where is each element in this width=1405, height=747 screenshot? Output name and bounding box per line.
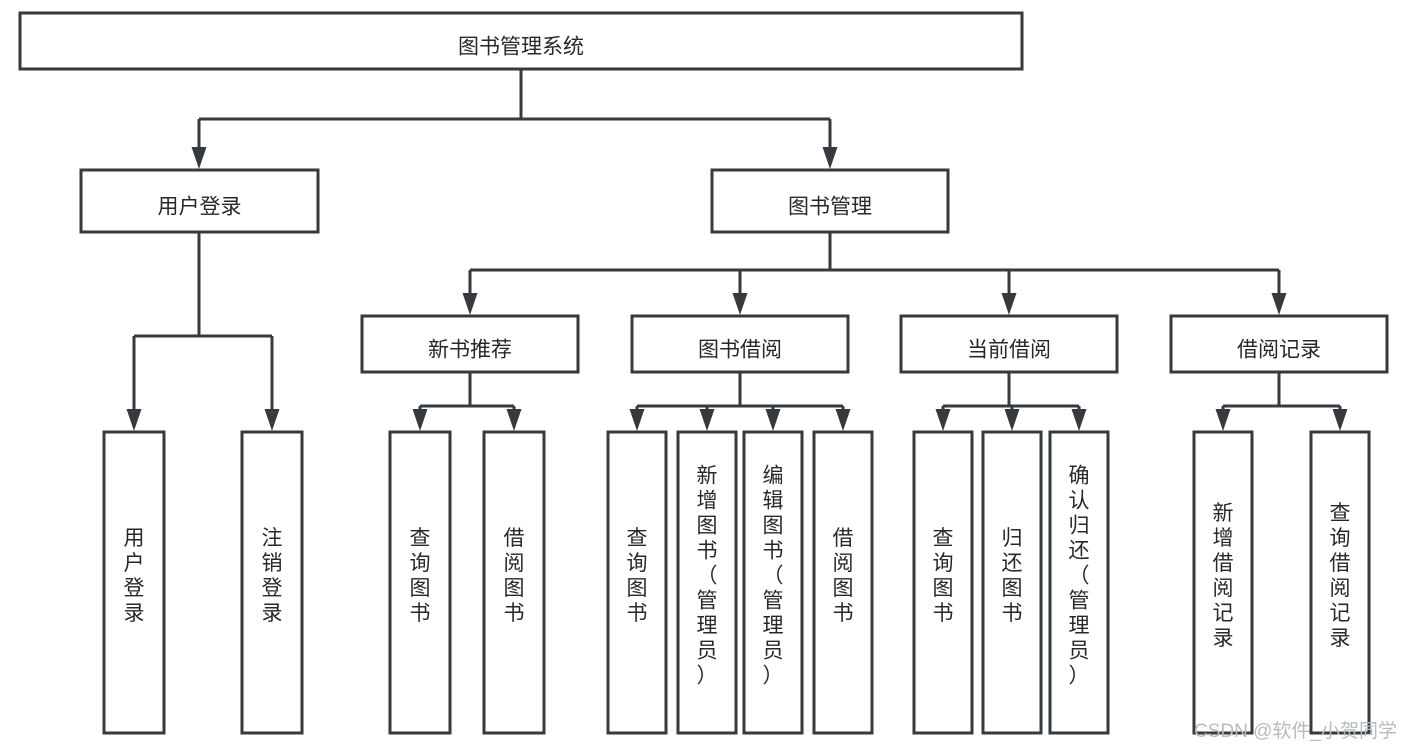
node-label: 查询图书 [410, 527, 431, 625]
node-label: 注销登录 [262, 527, 283, 625]
node-label: 归还图书 [1002, 527, 1023, 625]
node-box[interactable] [240, 430, 304, 735]
node-label: 查询图书 [933, 527, 954, 625]
node-label: 借阅图书 [504, 527, 525, 625]
node-label: 用户登录 [158, 196, 242, 219]
arrow-head-icon [1071, 409, 1087, 431]
node-box[interactable] [630, 314, 850, 374]
node-leaf-edit-book-admin[interactable]: 编辑图书（管理员） [742, 430, 804, 735]
nodes-layer: 图书管理系统用户登录图书管理新书推荐图书借阅当前借阅借阅记录用户登录注销登录查询… [18, 11, 1389, 735]
arrow-head-icon [822, 147, 838, 169]
arrow-head-icon [1271, 293, 1287, 315]
node-leaf-confirm-return-admin[interactable]: 确认归还（管理员） [1048, 430, 1110, 735]
arrow-head-icon [935, 409, 951, 431]
node-label: 查询图书 [627, 527, 648, 625]
connector-newbook-to-leaves [412, 372, 522, 431]
node-leaf-add-borrow-record[interactable]: 新增借阅记录 [1192, 430, 1254, 735]
node-label: 确认归还（管理员） [1069, 465, 1090, 688]
node-leaf-borrow-book[interactable]: 借阅图书 [812, 430, 874, 735]
node-label: 新增图书（管理员） [697, 465, 718, 688]
arrow-head-icon [1001, 293, 1017, 315]
arrow-head-icon [1332, 409, 1348, 431]
arrow-head-icon [699, 409, 715, 431]
arrow-head-icon [191, 147, 207, 169]
arrow-head-icon [732, 293, 748, 315]
node-box[interactable] [1309, 430, 1371, 735]
node-leaf-query-book-new[interactable]: 查询图书 [388, 430, 452, 735]
connector-bookmgmt-to-level2 [462, 232, 1287, 315]
node-borrow-records[interactable]: 借阅记录 [1169, 314, 1389, 374]
node-root[interactable]: 图书管理系统 [18, 11, 1024, 71]
node-label: 新增借阅记录 [1213, 502, 1234, 650]
node-leaf-borrow-book-new[interactable]: 借阅图书 [482, 430, 546, 735]
node-box[interactable] [710, 168, 950, 234]
node-label: 借阅记录 [1237, 339, 1321, 362]
node-box[interactable] [388, 430, 452, 735]
connectors-layer [126, 69, 1348, 431]
node-box[interactable] [482, 430, 546, 735]
node-label: 图书管理系统 [458, 36, 584, 59]
node-box[interactable] [981, 430, 1043, 735]
connector-currentborrow-to-leaves [935, 372, 1087, 431]
node-leaf-add-book-admin[interactable]: 新增图书（管理员） [676, 430, 738, 735]
arrow-head-icon [1004, 409, 1020, 431]
node-box[interactable] [899, 314, 1119, 374]
node-box[interactable] [360, 314, 580, 374]
arrow-head-icon [765, 409, 781, 431]
connector-root-to-level1 [191, 69, 838, 169]
node-leaf-logout[interactable]: 注销登录 [240, 430, 304, 735]
node-leaf-return-book[interactable]: 归还图书 [981, 430, 1043, 735]
arrow-head-icon [506, 409, 522, 431]
node-label: 用户登录 [124, 527, 145, 625]
node-box[interactable] [79, 168, 320, 234]
node-label: 新书推荐 [428, 339, 512, 362]
node-label: 图书借阅 [698, 339, 782, 362]
node-book-borrow[interactable]: 图书借阅 [630, 314, 850, 374]
connector-bookborrow-to-leaves [629, 372, 851, 431]
connector-records-to-leaves [1215, 372, 1348, 431]
node-user-login[interactable]: 用户登录 [79, 168, 320, 234]
node-leaf-query-borrow-record[interactable]: 查询借阅记录 [1309, 430, 1371, 735]
node-box[interactable] [676, 430, 738, 735]
node-box[interactable] [912, 430, 974, 735]
node-box[interactable] [742, 430, 804, 735]
arrow-head-icon [629, 409, 645, 431]
node-leaf-query-book-borrow[interactable]: 查询图书 [606, 430, 668, 735]
node-box[interactable] [1169, 314, 1389, 374]
node-box[interactable] [812, 430, 874, 735]
node-box[interactable] [18, 11, 1024, 71]
node-label: 编辑图书（管理员） [763, 465, 784, 688]
arrow-head-icon [264, 409, 280, 431]
node-box[interactable] [606, 430, 668, 735]
node-new-book-recommend[interactable]: 新书推荐 [360, 314, 580, 374]
arrow-head-icon [835, 409, 851, 431]
arrow-head-icon [1215, 409, 1231, 431]
node-leaf-user-login[interactable]: 用户登录 [102, 430, 166, 735]
node-label: 当前借阅 [967, 339, 1051, 362]
arrow-head-icon [412, 409, 428, 431]
connector-user-login-to-leaves [126, 232, 280, 431]
node-box[interactable] [102, 430, 166, 735]
node-label: 查询借阅记录 [1330, 502, 1351, 650]
csdn-watermark: CSDN @软件_小贺同学 [1194, 721, 1397, 742]
arrow-head-icon [126, 409, 142, 431]
node-label: 图书管理 [788, 196, 872, 219]
node-leaf-query-book-current[interactable]: 查询图书 [912, 430, 974, 735]
node-box[interactable] [1048, 430, 1110, 735]
arrow-head-icon [462, 293, 478, 315]
node-label: 借阅图书 [833, 527, 854, 625]
node-box[interactable] [1192, 430, 1254, 735]
node-book-management[interactable]: 图书管理 [710, 168, 950, 234]
node-current-borrow[interactable]: 当前借阅 [899, 314, 1119, 374]
